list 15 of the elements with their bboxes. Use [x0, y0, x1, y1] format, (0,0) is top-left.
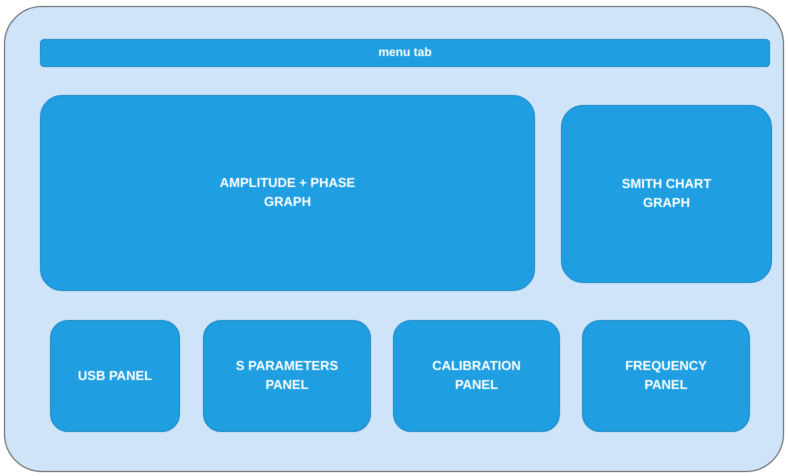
panel-label: AMPLITUDE + PHASE GRAPH	[218, 174, 356, 211]
panel-label: menu tab	[378, 44, 432, 62]
panel-box	[582, 320, 750, 432]
panel-box	[50, 320, 180, 432]
container-box	[4, 6, 784, 472]
menu-tab-bar	[40, 39, 770, 67]
panel-label: SMITH CHART GRAPH	[620, 175, 712, 212]
panel-label: USB PANEL	[78, 366, 152, 385]
panel-box	[393, 320, 560, 432]
panel-box	[561, 105, 772, 283]
panel-box	[40, 95, 535, 291]
panel-label: FREQUENCY PANEL	[624, 357, 708, 394]
panel-box	[203, 320, 371, 432]
panel-label: S PARAMETERS PANEL	[234, 357, 340, 394]
panel-label: CALIBRATION PANEL	[431, 357, 522, 394]
